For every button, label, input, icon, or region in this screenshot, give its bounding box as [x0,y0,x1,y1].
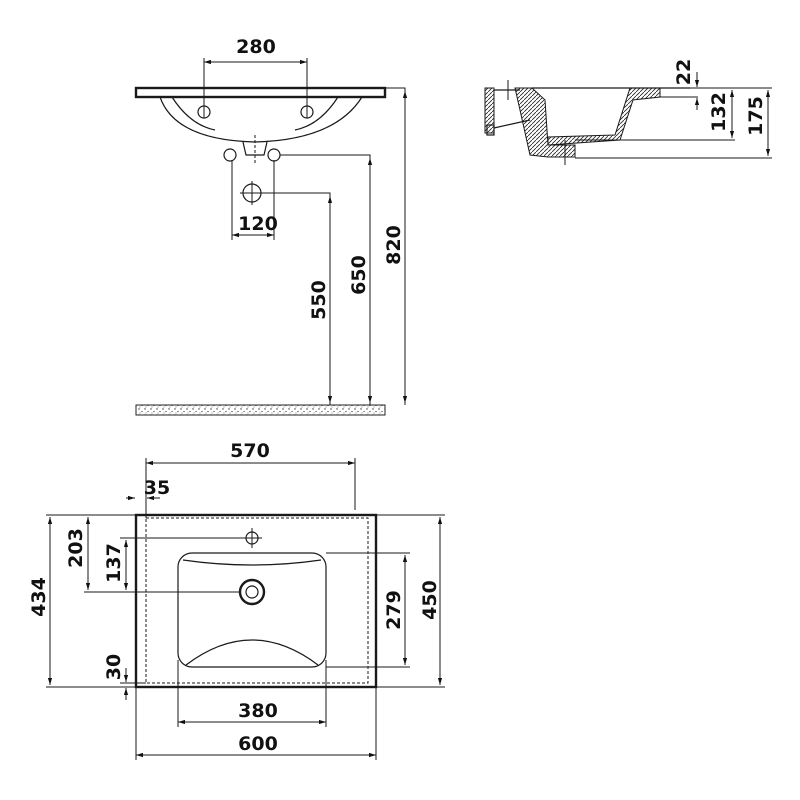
dim-30: 30 [103,654,125,680]
dim-137: 137 [103,543,125,583]
water-pipe-right [267,148,281,162]
drain-hole [238,578,266,606]
plan-view: 570 35 203 137 434 30 279 450 380 600 [28,440,445,760]
dim-175: 175 [745,96,767,136]
dim-820: 820 [383,225,405,265]
dim-280: 280 [236,36,276,58]
dim-550: 550 [308,280,330,320]
countertop-slab [134,86,387,99]
dim-120: 120 [238,213,278,235]
water-pipe-left [223,148,237,162]
bowl-outline [159,96,363,143]
dim-600: 600 [238,733,278,755]
front-view: 280 120 550 650 820 [134,36,408,416]
bowl-outline-plan [177,552,327,668]
dim-203: 203 [65,528,87,568]
dim-35: 35 [144,477,170,499]
basin-outline [134,513,378,689]
side-view: 22 132 175 [484,59,772,165]
dim-450: 450 [419,580,441,620]
dim-570: 570 [230,440,270,462]
floor [135,404,386,416]
dim-22: 22 [673,59,695,85]
dim-380: 380 [238,700,278,722]
drain-stub [242,141,268,156]
dim-650: 650 [348,255,370,295]
dim-279: 279 [383,590,405,630]
dim-434: 434 [28,577,50,617]
dim-132: 132 [708,92,730,132]
